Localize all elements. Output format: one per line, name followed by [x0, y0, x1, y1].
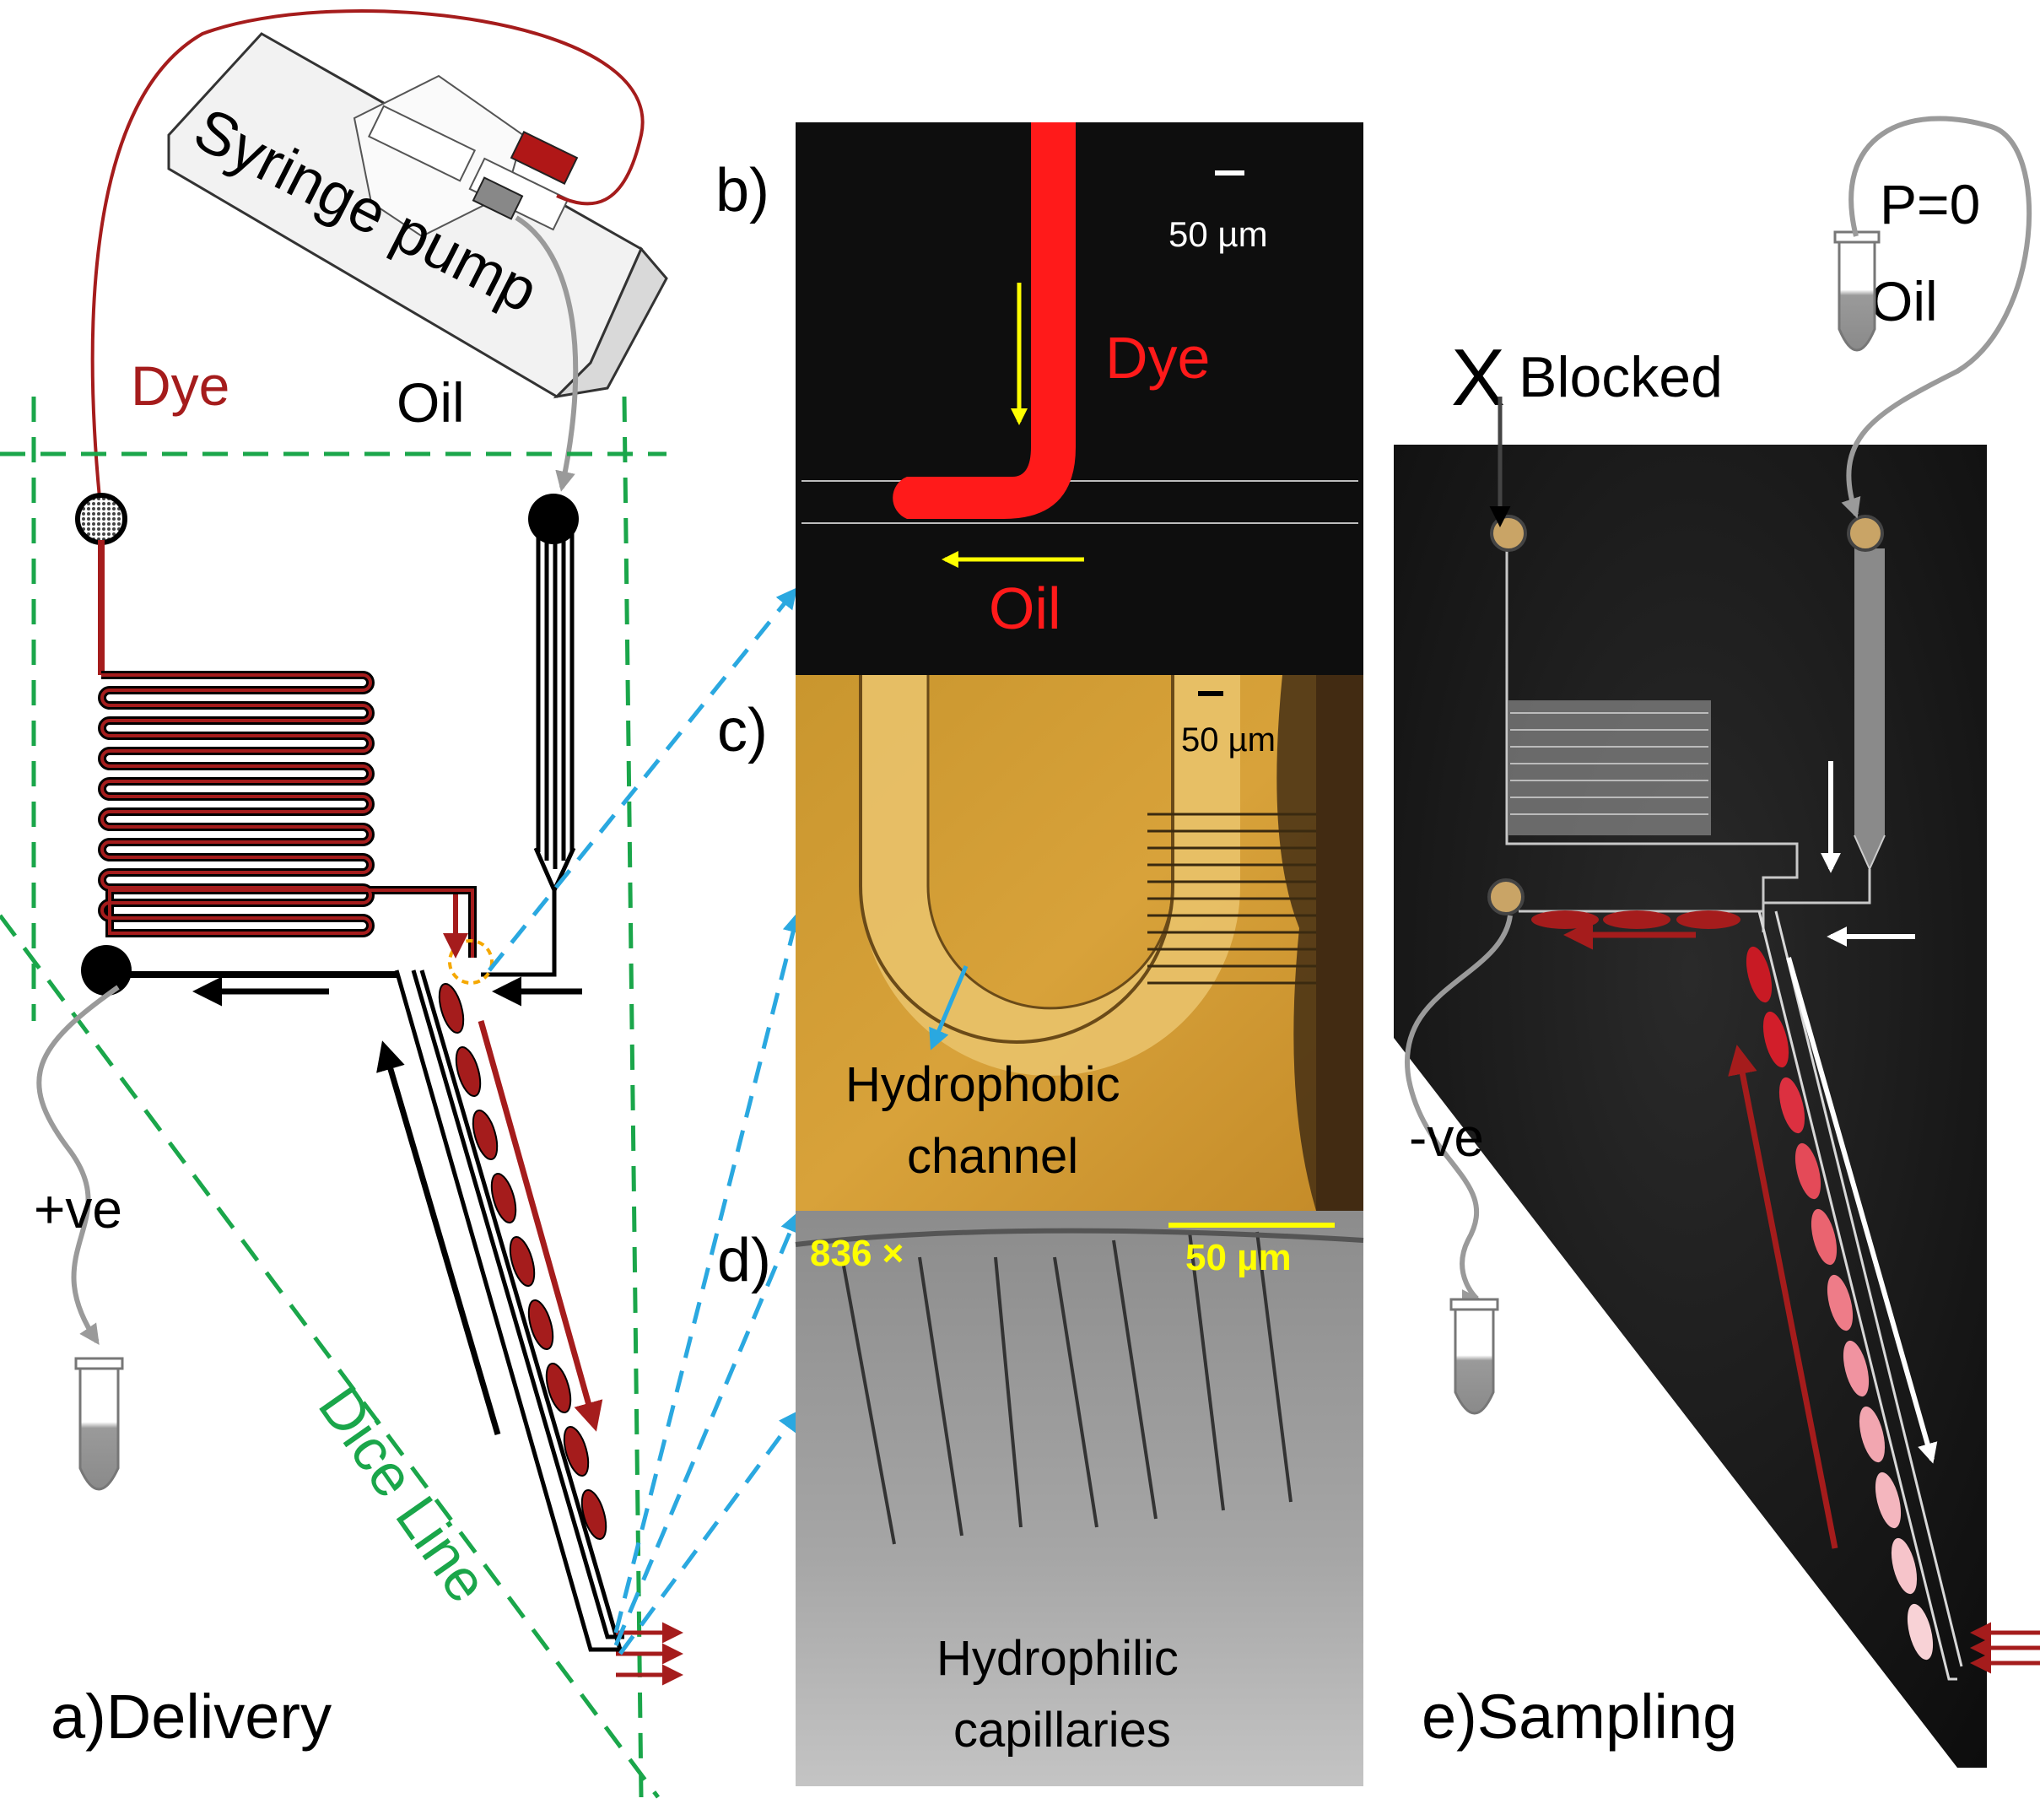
- panel-b: b) 50 µm Dye Oil: [715, 122, 1363, 677]
- arrow-icon: [376, 1040, 501, 1435]
- panel-c-scale: 50 µm: [1181, 721, 1276, 759]
- panel-d-label: d): [717, 1227, 771, 1294]
- oil-reservoir-tubing: [1841, 116, 2032, 519]
- droplet-icon: [490, 1172, 517, 1224]
- droplet-icon: [509, 1235, 536, 1288]
- droplet-icon: [1811, 1208, 1838, 1266]
- droplet-icon: [1875, 1472, 1902, 1529]
- tube-icon: [1833, 230, 1881, 352]
- panel-a-delivery: Syringe pump Dye Oil Dice Line: [0, 9, 683, 1799]
- port-icon: [1490, 515, 1527, 552]
- droplet-icon: [527, 1299, 554, 1351]
- reservoir-oil-label: Oil: [1870, 270, 1938, 332]
- tube-icon: [1449, 1298, 1499, 1415]
- dice-boundary: [0, 396, 667, 1799]
- port-icon: [1847, 515, 1884, 552]
- serpentine-channel: [98, 671, 477, 958]
- sampling-waste-tubing: [1405, 915, 1513, 1310]
- pressure-label: P=0: [1880, 173, 1980, 235]
- minus-ve-label: -ve: [1409, 1107, 1484, 1168]
- junction-marker: [448, 939, 494, 985]
- droplet-icon: [1778, 1077, 1805, 1134]
- panel-b-oil: Oil: [989, 575, 1061, 641]
- panel-d-image: [796, 1211, 1363, 1786]
- droplet-icon: [1676, 910, 1740, 929]
- arrow-icon: [478, 1020, 603, 1432]
- droplet-icon: [438, 982, 465, 1034]
- panel-d-caption-2: capillaries: [953, 1703, 1171, 1758]
- panel-d-magnification: 836 ×: [810, 1233, 904, 1274]
- droplet-icon: [1746, 946, 1773, 1003]
- panel-c-caption-2: channel: [907, 1129, 1078, 1184]
- oil-inlet-channels: [481, 532, 576, 977]
- panel-d-scale: 50 µm: [1185, 1237, 1292, 1278]
- droplets-a: [438, 982, 607, 1541]
- arrow-icon: [1728, 1045, 1838, 1549]
- panel-c-caption-1: Hydrophobic: [845, 1057, 1120, 1112]
- hydrophobic-channel: [861, 675, 1240, 1076]
- droplet-icon: [1827, 1274, 1854, 1331]
- droplets-e-capillary: [1746, 946, 1934, 1661]
- port-icon: [81, 945, 132, 996]
- panel-e-label: e)Sampling: [1422, 1682, 1737, 1752]
- serpentine-region: [1508, 700, 1711, 835]
- port-icon: [528, 494, 579, 544]
- arrow-icon: [929, 965, 969, 1050]
- blocked-mark: X: [1451, 332, 1505, 423]
- droplet-icon: [580, 1488, 607, 1541]
- panel-e-sampling: X Blocked P=0 Oil -ve e)Sampling: [1394, 116, 2040, 1768]
- panel-d: d) 836 × 50 µm Hydrophilic capillaries: [717, 1211, 1364, 1786]
- droplet-icon: [1762, 1011, 1789, 1068]
- port-icon: [75, 493, 127, 545]
- outflow-arrows-e: [1970, 1622, 2040, 1674]
- panel-b-image: [796, 122, 1363, 677]
- dye-stream: [893, 122, 1076, 519]
- droplet-icon: [1531, 910, 1599, 929]
- arrow-icon: [1786, 957, 1938, 1464]
- dye-label: Dye: [131, 354, 229, 417]
- droplet-icon: [1794, 1142, 1821, 1200]
- droplet-icon: [563, 1425, 590, 1477]
- panel-c: c) 50 µm Hydrophobic channel: [717, 675, 1363, 1211]
- droplet-icon: [1843, 1340, 1870, 1397]
- zoom-pointers: [488, 587, 804, 1655]
- droplet-icon: [1603, 910, 1670, 929]
- droplet-icon: [472, 1109, 499, 1161]
- panel-b-dye: Dye: [1105, 325, 1210, 391]
- oil-label: Oil: [397, 371, 465, 434]
- tube-icon: [74, 1357, 124, 1491]
- outflow-arrows-a: [616, 1622, 683, 1686]
- panel-c-label: c): [717, 697, 768, 764]
- plus-ve-label: +ve: [34, 1179, 122, 1239]
- blocked-label: Blocked: [1519, 345, 1723, 409]
- droplet-icon: [1891, 1537, 1918, 1595]
- droplets-e-horizontal: [1531, 910, 1740, 929]
- dice-line-label: Dice Line: [306, 1374, 501, 1614]
- waste-tubing: [36, 985, 120, 1345]
- dye-tubing: [90, 9, 645, 499]
- syringe-pump-icon: Syringe pump: [167, 32, 668, 399]
- panel-d-caption-1: Hydrophilic: [936, 1631, 1179, 1686]
- panel-b-scale: 50 µm: [1168, 214, 1268, 254]
- droplet-icon: [545, 1362, 572, 1414]
- oil-tubing: [515, 215, 579, 492]
- droplet-icon: [455, 1045, 482, 1098]
- droplet-icon: [1859, 1406, 1886, 1463]
- panel-a-label: a)Delivery: [51, 1682, 332, 1752]
- port-icon: [1487, 878, 1525, 915]
- panel-b-label: b): [715, 157, 769, 224]
- droplet-icon: [1907, 1603, 1934, 1661]
